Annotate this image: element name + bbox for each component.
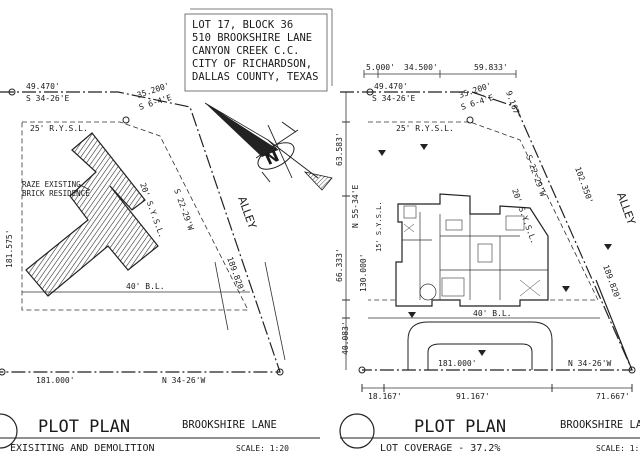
- right-plot-plan: 5.000' 34.500' 59.833' 9.167': [335, 63, 640, 454]
- left-dim-top: 49.470': [26, 82, 60, 91]
- right-bearing-top: S 34-26'E: [372, 94, 416, 103]
- right-setback-small: 15' S.Y.S.L.: [375, 201, 383, 252]
- left-bottom-dim: 181.000': [36, 376, 75, 385]
- left-subtitle: EXISITING AND DEMOLITION: [10, 443, 155, 454]
- right-bot-m: 91.167': [456, 392, 490, 401]
- left-street: BROOKSHIRE LANE: [182, 419, 277, 431]
- right-bottom-bearing: N 34-26'W: [568, 359, 612, 368]
- title-line-3: CANYON CREEK C.C.: [192, 45, 299, 57]
- right-right-dim1: 102.350': [573, 166, 595, 205]
- north-arrow-icon: N: [204, 102, 333, 191]
- right-street: BROOKSHIRE LANE: [560, 419, 640, 431]
- right-alley: ALLEY: [614, 191, 638, 227]
- left-bl: 40' B.L.: [126, 282, 165, 291]
- right-left-dim4: 40.083': [341, 321, 350, 355]
- proposed-residence: [395, 193, 549, 307]
- right-left-dim2: 66.333': [335, 248, 344, 282]
- right-bl: 40' B.L.: [473, 309, 512, 318]
- left-scale: SCALE: 1:20: [236, 444, 289, 453]
- title-line-2: 510 BROOKSHIRE LANE: [192, 32, 312, 44]
- right-dim-c: 59.833': [474, 63, 508, 72]
- right-setback-front: 25' R.Y.S.L.: [396, 124, 454, 133]
- left-alley: ALLEY: [235, 195, 259, 231]
- title-line-4: CITY OF RICHARDSON,: [192, 58, 312, 70]
- right-bot-r: 71.667': [596, 392, 630, 401]
- left-plan-title: PLOT PLAN: [38, 417, 130, 437]
- raze-note-1: RAZE EXISTING: [22, 180, 81, 189]
- right-bearing-left: N 55-34'E: [351, 184, 360, 228]
- left-bearing-diag: S 22-29'W: [172, 188, 195, 232]
- right-right-dim2: 189.820': [601, 264, 623, 303]
- raze-note-2: BRICK RESIDENCE: [22, 189, 90, 198]
- right-bot-l: 18.167': [368, 392, 402, 401]
- right-dim-top: 49.470': [374, 82, 408, 91]
- left-bearing-top: S 34-26'E: [26, 94, 70, 103]
- title-line-1: LOT 17, BLOCK 36: [192, 19, 293, 31]
- right-plan-title: PLOT PLAN: [414, 417, 506, 437]
- left-dim-right: 189.820': [225, 256, 247, 295]
- left-dim-left: 181.575': [5, 229, 14, 268]
- left-bottom-bearing: N 34-26'W: [162, 376, 206, 385]
- title-line-5: DALLAS COUNTY, TEXAS: [192, 71, 318, 83]
- title-block: LOT 17, BLOCK 36 510 BROOKSHIRE LANE CAN…: [184, 8, 333, 92]
- right-dim-b: 34.500': [404, 63, 438, 72]
- right-scale: SCALE: 1:20: [596, 444, 640, 453]
- left-setback-front: 25' R.Y.S.L.: [30, 124, 88, 133]
- right-subtitle: LOT COVERAGE - 37.2%: [380, 443, 500, 454]
- right-bottom-dim: 181.000': [438, 359, 477, 368]
- right-left-dim3: 130.000': [359, 253, 368, 292]
- right-left-dim1: 63.583': [335, 132, 344, 166]
- right-dim-a: 5.000': [366, 63, 395, 72]
- right-bearing-diag: S 22-29'W: [524, 154, 547, 198]
- left-plot-plan: 49.470' S 34-26'E 35.200' S 6-4'E 25' R.…: [0, 81, 320, 454]
- existing-residence: [25, 132, 159, 297]
